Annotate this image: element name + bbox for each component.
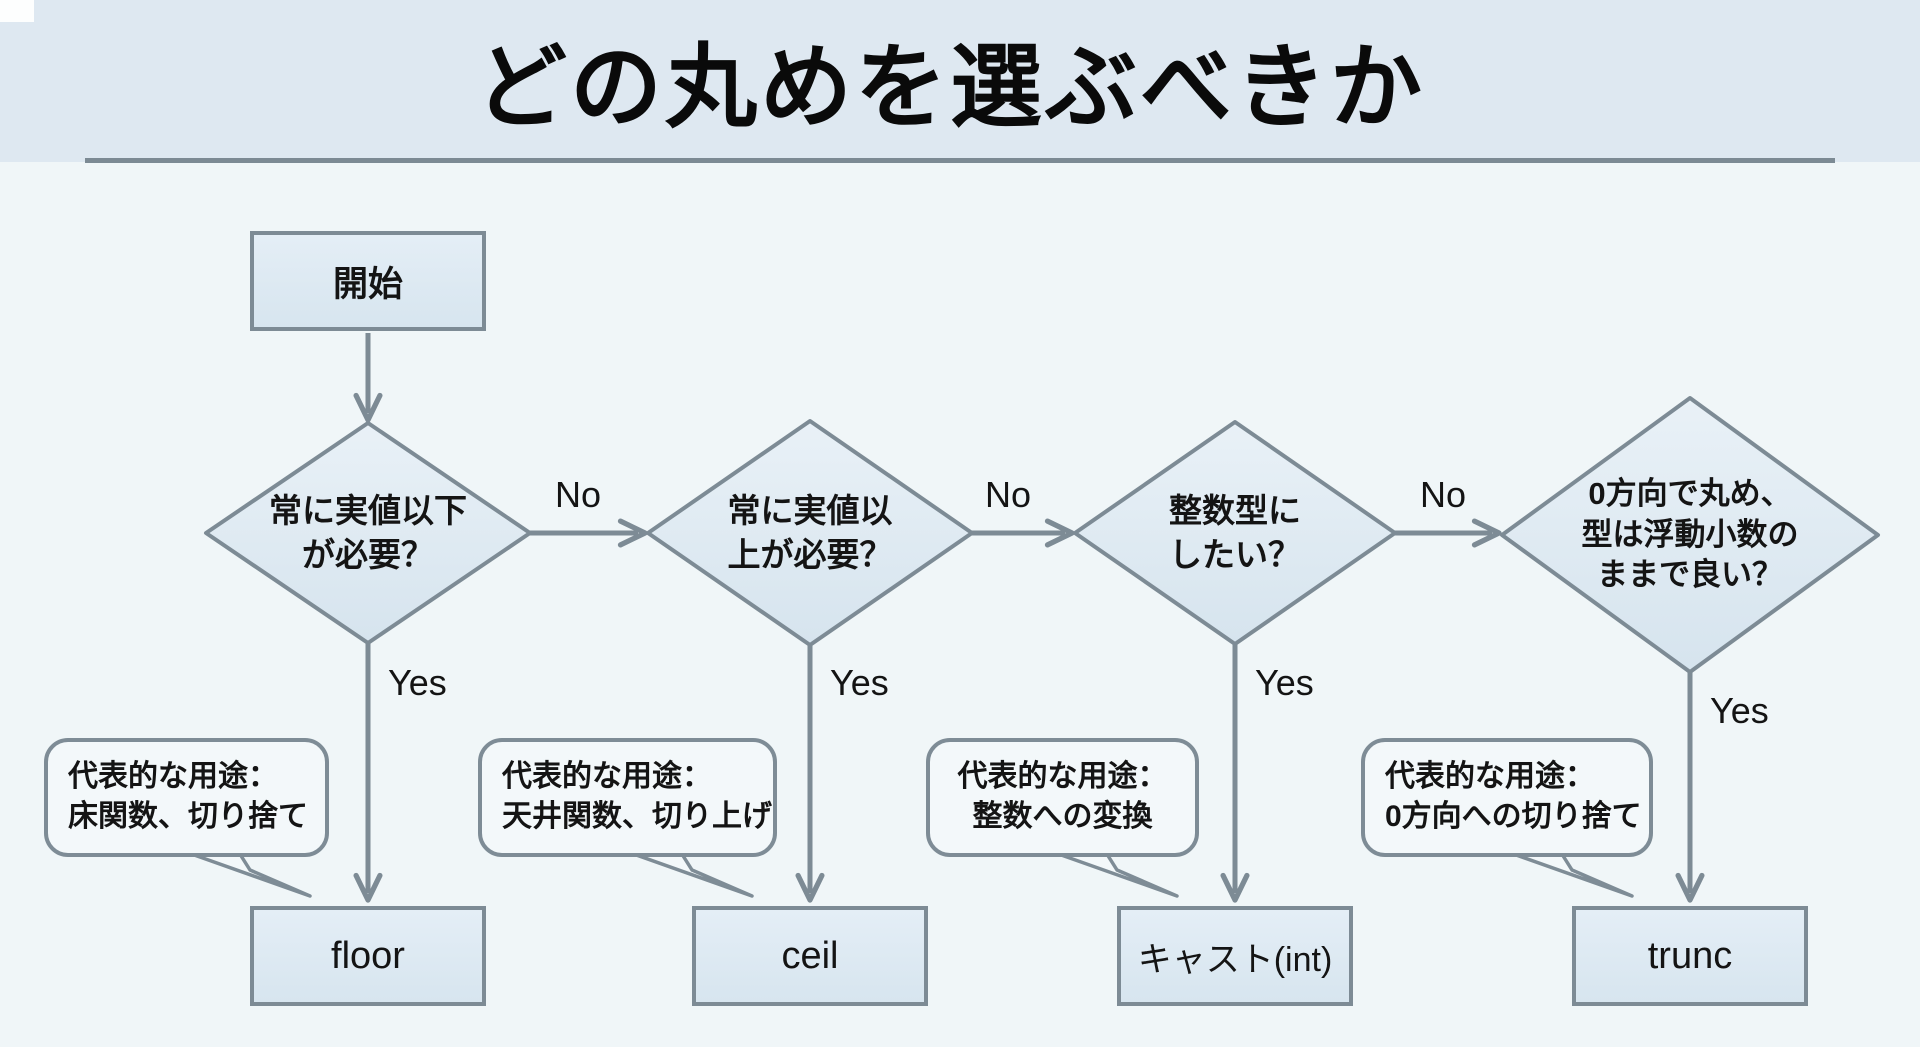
decision-1-label: 常に実値以下 が必要？ — [269, 492, 467, 573]
callout-cast: 代表的な用途： 整数への変換 — [926, 738, 1199, 857]
decision-2-label: 常に実値以 上が必要？ — [727, 492, 893, 573]
callout-ceil: 代表的な用途： 天井関数、切り上げ — [478, 738, 777, 857]
edge-label-yes-1: Yes — [388, 662, 447, 703]
decision-3-label: 整数型に したい？ — [1169, 492, 1301, 573]
result-node-cast-int: キャスト(int) — [1117, 906, 1353, 1006]
start-node-label: 開始 — [332, 264, 403, 304]
callout-tail-2 — [623, 849, 754, 898]
callout-tail-4 — [1503, 849, 1634, 898]
result-node-ceil: ceil — [692, 906, 928, 1006]
callout-trunc: 代表的な用途： 0方向への切り捨て — [1361, 738, 1653, 857]
header-band — [0, 0, 1920, 162]
result-node-trunc: trunc — [1572, 906, 1808, 1006]
edge-label-no-3: No — [1419, 474, 1467, 515]
header-divider — [85, 158, 1835, 163]
page-title: どの丸めを選ぶべきか — [474, 36, 1425, 139]
edge-label-yes-3: Yes — [1255, 662, 1314, 703]
result-node-floor: floor — [250, 906, 486, 1006]
decision-4-label: 0方向で丸め、 型は浮動小数の ままで良い？ — [1581, 475, 1799, 593]
start-node: 開始 — [250, 231, 486, 331]
callout-tail-1 — [181, 849, 312, 898]
edge-label-yes-2: Yes — [830, 662, 889, 703]
callout-tail-3 — [1048, 849, 1179, 898]
edge-label-yes-4: Yes — [1710, 690, 1769, 731]
edge-label-no-1: No — [554, 474, 602, 515]
corner-notch — [0, 0, 34, 22]
callout-floor: 代表的な用途： 床関数、切り捨て — [44, 738, 329, 857]
edge-label-no-2: No — [984, 474, 1032, 515]
